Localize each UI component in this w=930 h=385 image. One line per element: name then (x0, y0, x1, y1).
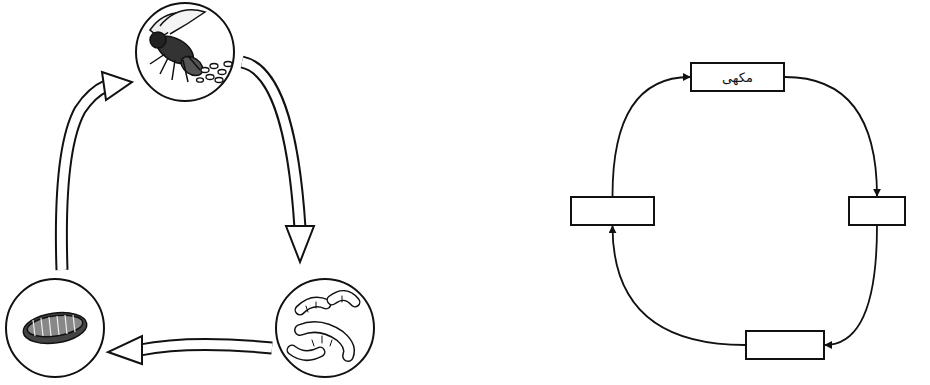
egg-cluster (197, 62, 233, 83)
stage-circle (6, 279, 104, 377)
stage-box: مکھی (690, 62, 785, 92)
stage-label: مکھی (722, 70, 753, 85)
cycle-connector (613, 77, 691, 196)
cycle-connector (613, 226, 746, 345)
stage-circle (276, 279, 374, 377)
cycle-connector (785, 77, 877, 196)
stage-circle (136, 3, 234, 101)
stage-box (570, 196, 655, 226)
cycle-arrow (242, 62, 314, 262)
fly-drawing (150, 10, 206, 82)
cycle-arrow (61, 72, 132, 270)
stage-box (848, 196, 906, 226)
stage-box (745, 330, 825, 360)
cycle-arrow (108, 336, 272, 364)
cycle-connector (825, 226, 877, 345)
larvae-drawing (292, 295, 355, 356)
pupa-drawing (21, 309, 89, 348)
